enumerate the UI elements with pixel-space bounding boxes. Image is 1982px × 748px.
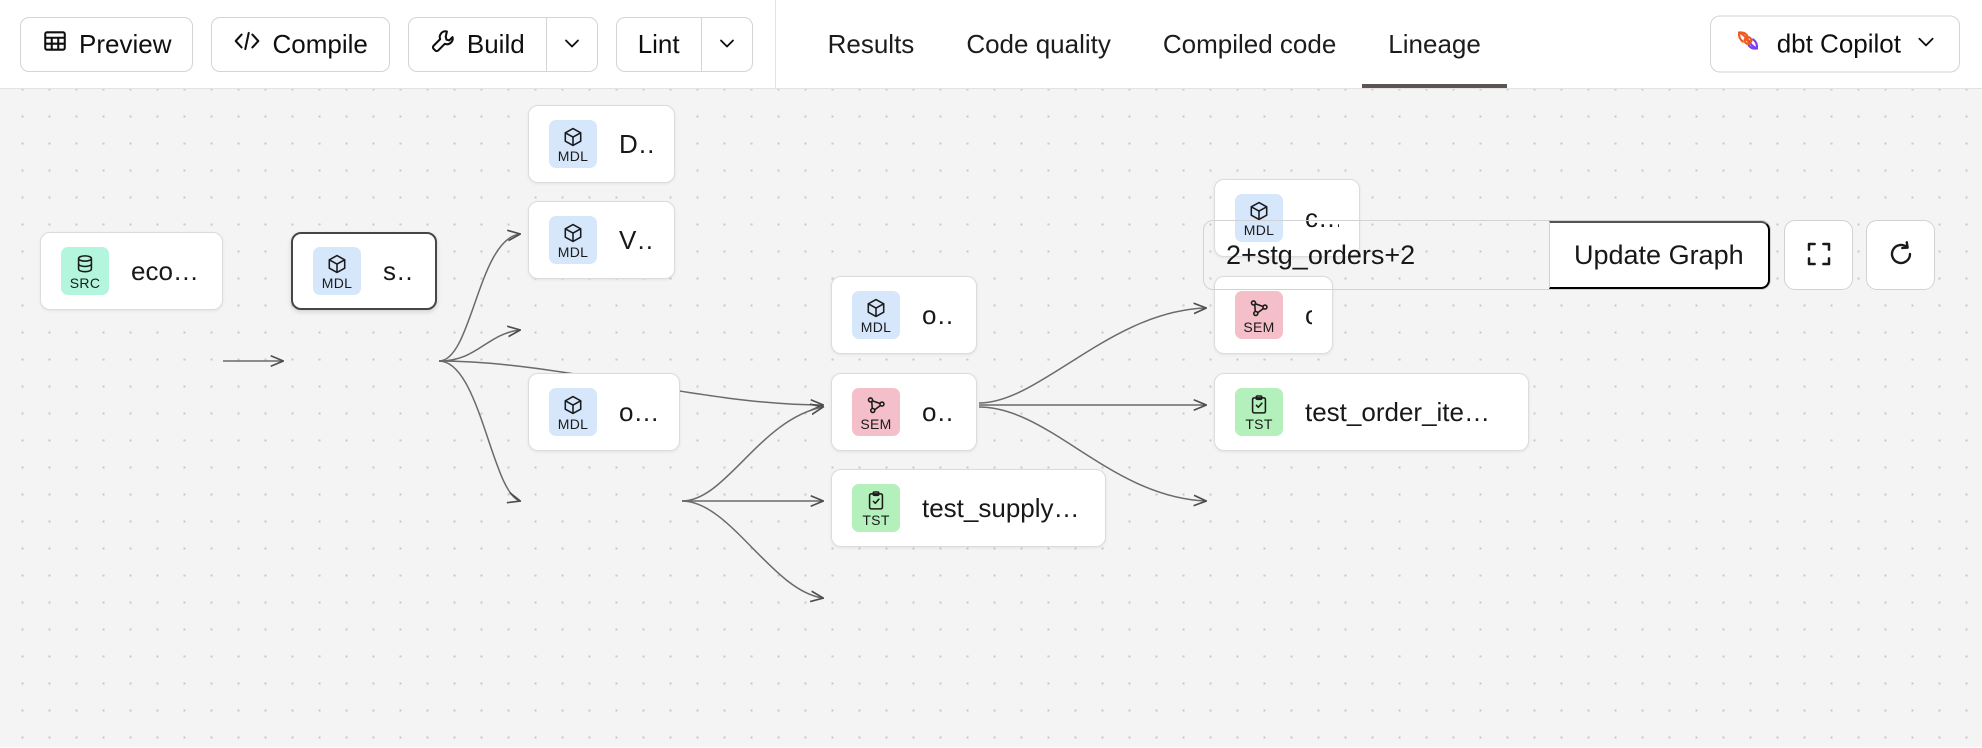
mdl-badge-icon: MDL <box>549 120 597 168</box>
wrench-icon <box>430 28 456 61</box>
tab-lineage[interactable]: Lineage <box>1362 0 1507 88</box>
tst-badge-icon: TST <box>1235 388 1283 436</box>
tab-results[interactable]: Results <box>802 0 941 88</box>
lineage-node-order-item-sem[interactable]: SEM order_item <box>831 373 977 451</box>
fit-view-button[interactable] <box>1784 220 1853 290</box>
lineage-node-ecom-raw-orders[interactable]: SRC ecom.raw_orders <box>40 232 223 310</box>
build-button-label: Build <box>466 28 525 59</box>
lineage-canvas[interactable]: Update Graph SRCecom.raw_ordersMDLstg_or… <box>0 89 1982 747</box>
fullscreen-icon <box>1804 239 1834 272</box>
preview-button-label: Preview <box>79 28 172 59</box>
sem-badge-icon: SEM <box>1235 291 1283 339</box>
lineage-node-label: test_order_items_compute_to_bools_c… <box>1305 396 1508 427</box>
build-split-button: Build <box>407 16 598 72</box>
tab-code-quality[interactable]: Code quality <box>940 0 1137 88</box>
lint-dropdown-button[interactable] <box>700 16 753 72</box>
lineage-node-ve-demo[interactable]: MDL VE_Demo <box>528 201 675 279</box>
refresh-icon <box>1886 239 1916 272</box>
lineage-node-label: ecom.raw_orders <box>131 255 202 286</box>
code-icon <box>233 29 261 60</box>
update-graph-button[interactable]: Update Graph <box>1549 221 1770 289</box>
lineage-node-orders-mdl[interactable]: MDL orders <box>831 276 977 354</box>
mdl-badge-icon: MDL <box>852 291 900 339</box>
lineage-node-order-items[interactable]: MDL order_items <box>528 373 680 451</box>
mdl-badge-icon: MDL <box>549 216 597 264</box>
mdl-badge-icon: MDL <box>313 247 361 295</box>
lineage-node-label: orders <box>1305 300 1312 331</box>
tab-compiled-code[interactable]: Compiled code <box>1137 0 1362 88</box>
tab-results-label: Results <box>827 28 915 59</box>
chevron-down-icon <box>562 33 582 56</box>
toolbar-divider <box>774 0 776 89</box>
lineage-node-label: order_item <box>922 396 956 427</box>
tab-lineage-label: Lineage <box>1388 28 1481 59</box>
lineage-node-stg-orders[interactable]: MDL stg_orders <box>291 232 437 310</box>
lineage-node-label: order_items <box>619 396 659 427</box>
dbt-copilot-icon <box>1733 26 1763 63</box>
lint-split-button: Lint <box>615 16 753 72</box>
build-button[interactable]: Build <box>407 16 546 72</box>
update-graph-label: Update Graph <box>1574 239 1744 270</box>
tab-compiled-code-label: Compiled code <box>1162 28 1337 59</box>
preview-button[interactable]: Preview <box>20 16 194 72</box>
chevron-down-icon <box>1915 29 1937 60</box>
compile-button[interactable]: Compile <box>211 16 390 72</box>
lineage-node-demo[interactable]: MDL Demo <box>528 105 675 183</box>
sem-badge-icon: SEM <box>852 388 900 436</box>
lineage-node-label: VE_Demo <box>619 224 654 255</box>
lint-button[interactable]: Lint <box>615 16 701 72</box>
graph-selector-input[interactable] <box>1204 221 1549 289</box>
lineage-node-label: Demo <box>619 128 654 159</box>
compile-button-label: Compile <box>272 28 368 59</box>
lineage-edges <box>223 89 1982 747</box>
src-badge-icon: SRC <box>61 247 109 295</box>
lineage-node-label: orders <box>922 299 956 330</box>
toolbar-right: dbt Copilot <box>1709 15 1960 73</box>
toolbar-actions: Preview Compile Build <box>0 0 753 88</box>
build-dropdown-button[interactable] <box>545 16 598 72</box>
tab-code-quality-label: Code quality <box>966 28 1111 59</box>
lineage-node-test-supply[interactable]: TST test_supply_costs_sum_correctly <box>831 469 1106 547</box>
toolbar: Preview Compile Build <box>0 0 1982 89</box>
chevron-down-icon <box>717 33 737 56</box>
lineage-node-label: stg_orders <box>383 255 415 286</box>
lineage-node-label: test_supply_costs_sum_correctly <box>922 492 1085 523</box>
graph-selector-group: Update Graph <box>1203 220 1771 290</box>
table-icon <box>42 28 68 61</box>
lineage-node-test-order-items[interactable]: TST test_order_items_compute_to_bools_c… <box>1214 373 1529 451</box>
tab-bar: Results Code quality Compiled code Linea… <box>802 0 1507 88</box>
mdl-badge-icon: MDL <box>549 388 597 436</box>
lint-button-label: Lint <box>637 28 680 59</box>
dbt-copilot-label: dbt Copilot <box>1776 28 1901 59</box>
tst-badge-icon: TST <box>852 484 900 532</box>
dbt-copilot-button[interactable]: dbt Copilot <box>1709 15 1960 73</box>
refresh-graph-button[interactable] <box>1866 220 1935 290</box>
